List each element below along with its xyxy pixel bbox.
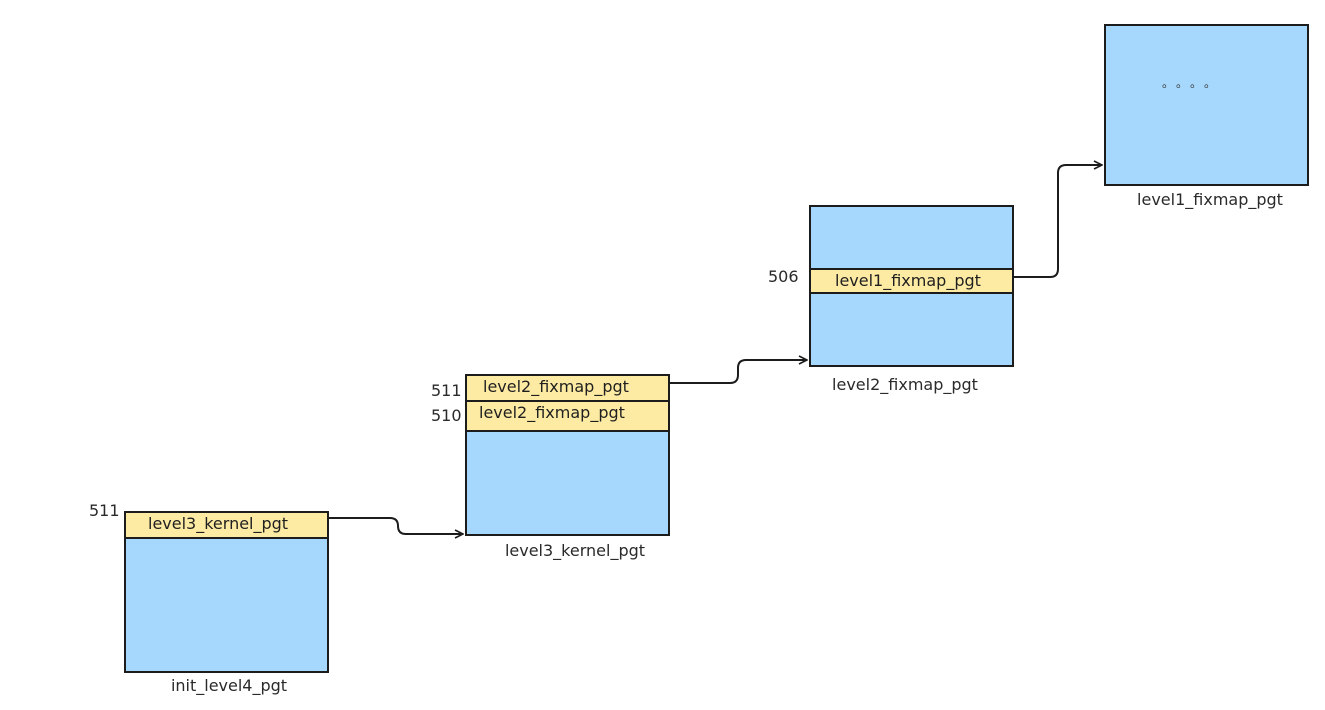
entry-label: level1_fixmap_pgt [835,271,981,290]
level3-kernel-entry-511: level2_fixmap_pgt [467,376,668,402]
table-caption-level3-kernel: level3_kernel_pgt [504,541,646,560]
ellipsis-marks: 。。。。 [1162,76,1225,90]
entry-index-506: 506 [768,267,799,286]
table-caption-init-level4: init_level4_pgt [170,676,288,695]
level2-fixmap-pgt-table: level1_fixmap_pgt [809,205,1014,367]
entry-label: level2_fixmap_pgt [479,403,625,422]
arrow-level1-fixmap-pointer [1013,165,1102,278]
level3-kernel-pgt-table: level2_fixmap_pgt level2_fixmap_pgt [465,374,670,536]
arrow-level2-fixmap-pointer [668,360,807,384]
arrow-level3-kernel-pointer [329,517,463,534]
init-level4-pgt-table: level3_kernel_pgt [124,511,329,673]
entry-index-510: 510 [431,406,462,425]
level3-kernel-entry-510: level2_fixmap_pgt [467,402,668,432]
level1-fixmap-pgt-table: 。。。。 [1104,24,1309,186]
init-level4-entry-511: level3_kernel_pgt [126,513,327,539]
table-caption-level2-fixmap: level2_fixmap_pgt [832,375,978,394]
level2-fixmap-entry-506: level1_fixmap_pgt [811,268,1012,294]
entry-index-511: 511 [89,501,120,520]
entry-label: level3_kernel_pgt [148,514,289,533]
entry-label: level2_fixmap_pgt [483,377,629,396]
table-caption-level1-fixmap: level1_fixmap_pgt [1137,190,1283,209]
entry-index-511: 511 [431,381,462,400]
